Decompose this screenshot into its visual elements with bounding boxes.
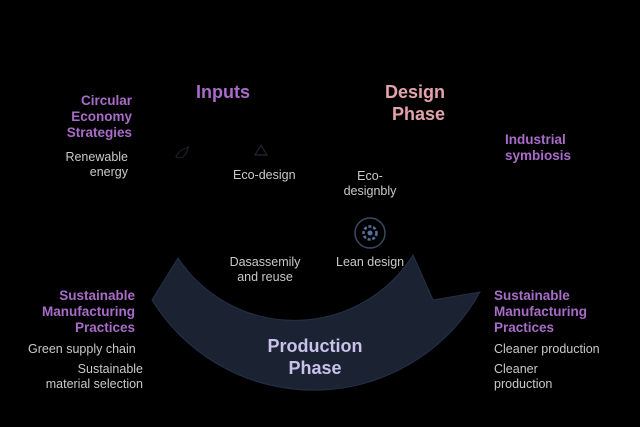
smp-left-title: Sustainable Manufacturing Practices bbox=[42, 288, 135, 335]
circular-economy-item: Renewable energy bbox=[65, 150, 128, 179]
circular-economy-strategies-title: Circular Economy Strategies bbox=[66, 93, 132, 140]
leaf-icon bbox=[175, 145, 189, 159]
industrial-symbiosis-title: Industrial symbiosis bbox=[505, 132, 572, 163]
smp-left-item: Sustainable material selection bbox=[45, 362, 143, 391]
production-phase-title: Production Phase bbox=[267, 336, 363, 378]
inputs-title: Inputs bbox=[196, 82, 250, 102]
eco-designbly-label: Eco- designbly bbox=[343, 169, 397, 198]
smp-right-item: Cleaner production bbox=[494, 342, 600, 356]
production-arc-band bbox=[151, 253, 481, 391]
lean-design-label: Lean design bbox=[336, 255, 405, 269]
recycle-icon bbox=[253, 143, 269, 156]
smp-right-title: Sustainable Manufacturing Practices bbox=[494, 288, 587, 335]
disassembly-reuse-label: Dasassemily and reuse bbox=[229, 255, 301, 284]
design-phase-title: Design Phase bbox=[384, 82, 445, 124]
eco-design-label: Eco-design bbox=[233, 168, 296, 182]
smp-left-item: Green supply chain bbox=[28, 342, 136, 356]
smp-right-item: Cleaner production bbox=[494, 362, 553, 391]
gear-icon bbox=[354, 217, 386, 249]
